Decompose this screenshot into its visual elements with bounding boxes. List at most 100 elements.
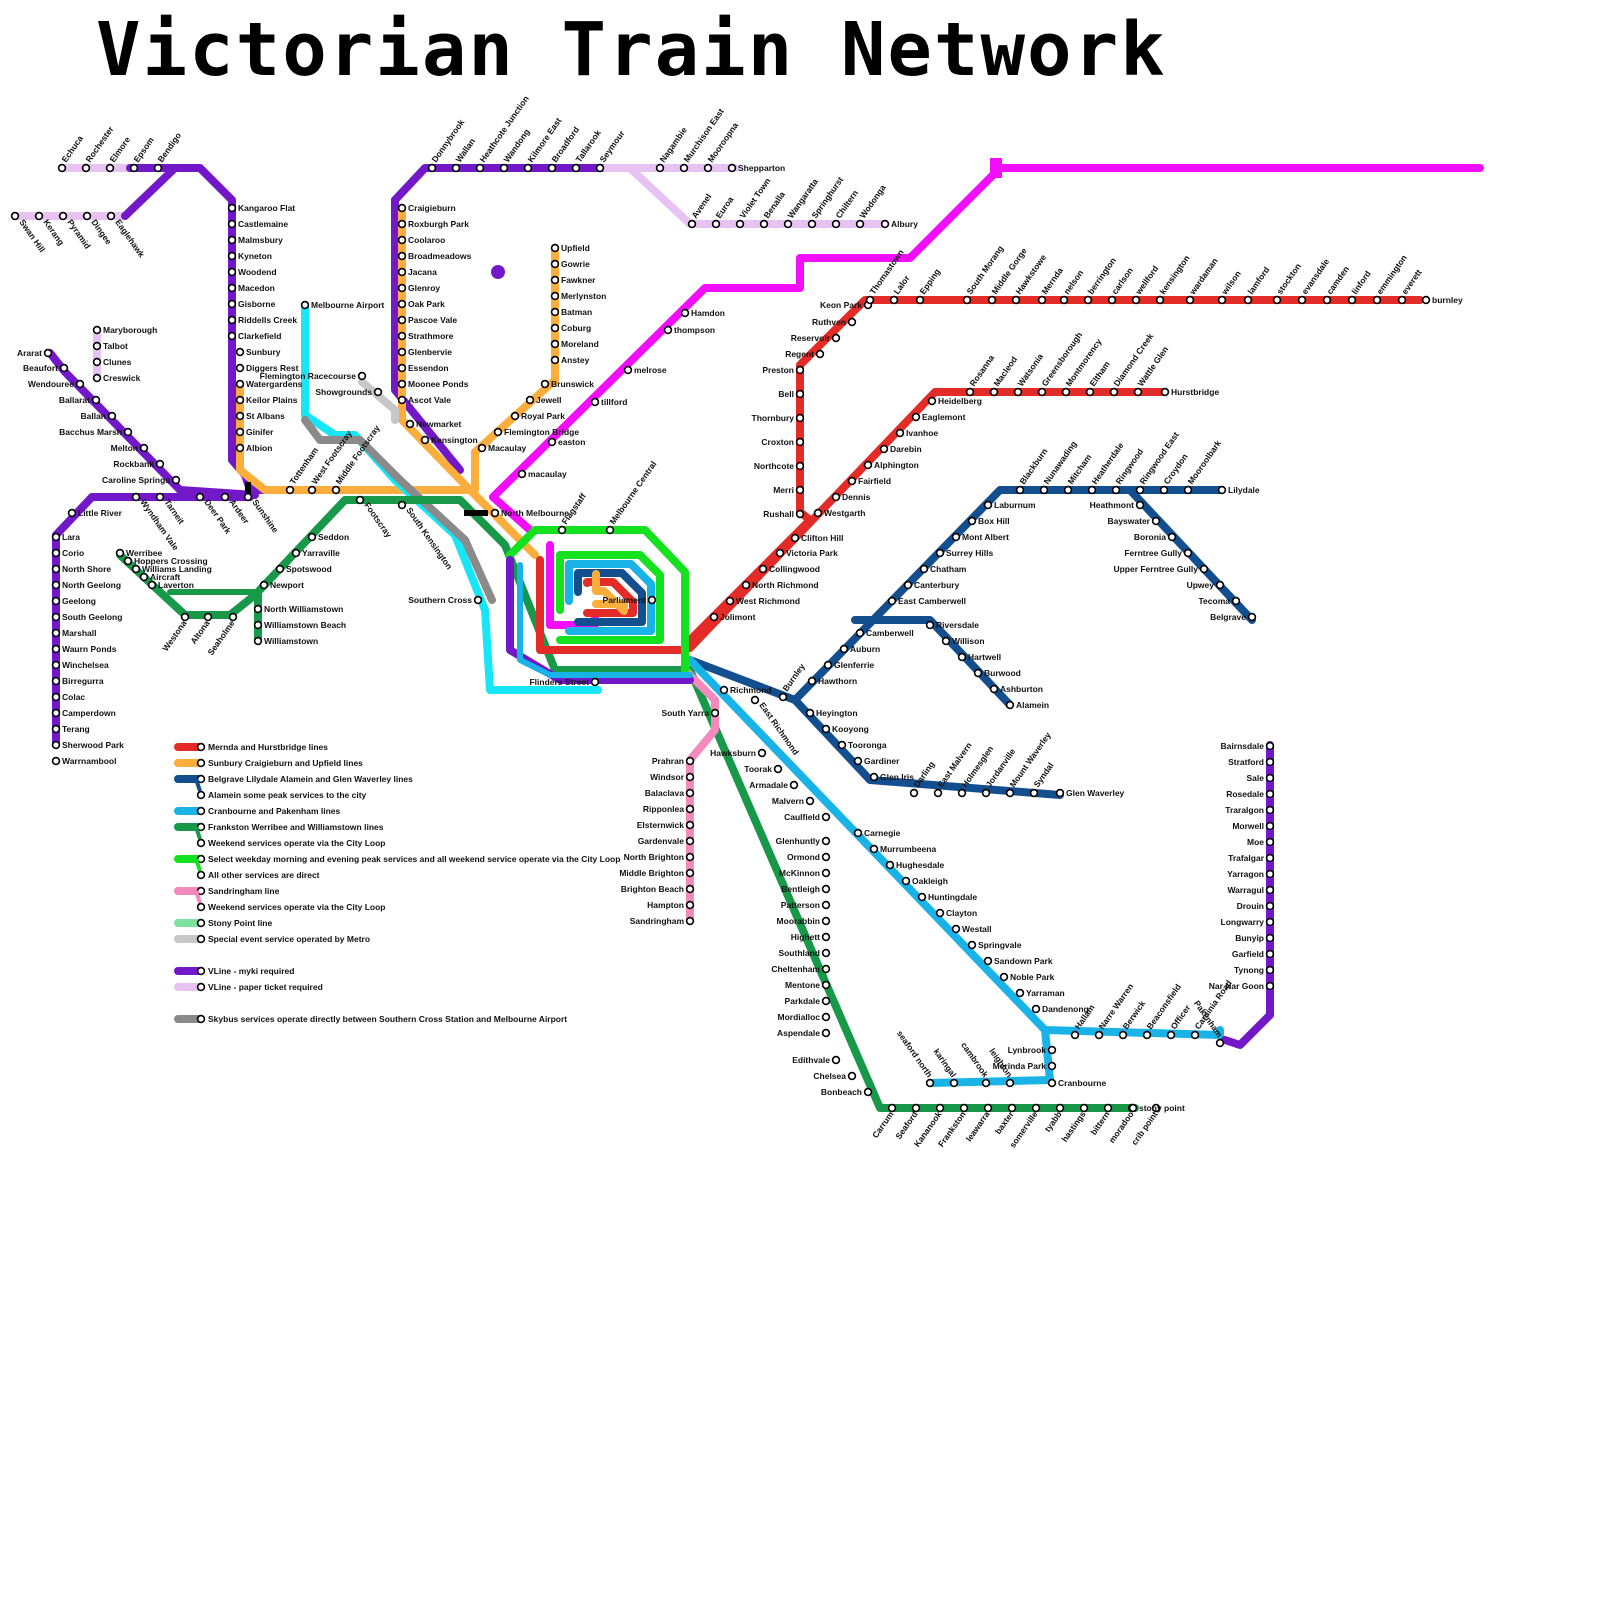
station-hawksburn[interactable]: Hawksburn [710,748,767,758]
station-caroline-springs[interactable]: Caroline Springs [102,475,181,485]
station-wangaratta[interactable]: Wangaratta [783,177,821,229]
station-burwood[interactable]: Burwood [973,668,1021,678]
station-wendouree[interactable]: Wendouree [28,379,85,389]
station-windsor[interactable]: Windsor [650,772,695,782]
station-terang[interactable]: Terang [51,724,90,734]
station-ferntree-gully[interactable]: Ferntree Gully [1124,548,1193,558]
station-keilor-plains[interactable]: Keilor Plains [235,395,298,405]
station-east-camberwell[interactable]: East Camberwell [887,596,966,606]
station-jewell[interactable]: Jewell [525,395,562,405]
station-williamstown[interactable]: Williamstown [253,636,319,646]
station-yarraman[interactable]: Yarraman [1015,988,1065,998]
station-violet-town[interactable]: Violet Town [735,176,773,229]
station-seaford-north[interactable]: seaford north [895,1029,935,1088]
station-richmond[interactable]: Richmond [719,685,772,695]
station-craigieburn[interactable]: Craigieburn [397,203,456,213]
station-prahran[interactable]: Prahran [652,756,695,766]
station-stony-point[interactable]: stony point [1128,1103,1185,1113]
station-cranbourne[interactable]: Cranbourne [1047,1078,1107,1088]
station-flemington-racecourse[interactable]: Flemington Racecourse [260,371,367,381]
station-collingwood[interactable]: Collingwood [758,564,820,574]
station-glenroy[interactable]: Glenroy [397,283,441,293]
station-aircraft[interactable]: Aircraft [139,572,181,582]
station-macaulay[interactable]: macaulay [517,469,567,479]
station-pascoe-vale[interactable]: Pascoe Vale [397,315,458,325]
station-birregurra[interactable]: Birregurra [51,676,104,686]
station-tooronga[interactable]: Tooronga [837,740,887,750]
station-moreland[interactable]: Moreland [550,339,599,349]
station-maryborough[interactable]: Maryborough [92,325,158,335]
station-elsternwick[interactable]: Elsternwick [637,820,695,830]
station-rockbank[interactable]: Rockbank [113,459,165,469]
station-werribee[interactable]: Werribee [115,548,163,558]
station-ormond[interactable]: Ormond [787,852,831,862]
station-carnegie[interactable]: Carnegie [853,828,901,838]
station-brunswick[interactable]: Brunswick [540,379,595,389]
station-rosedale[interactable]: Rosedale [1226,789,1275,799]
station-ararat[interactable]: Ararat [17,348,53,358]
station-newport[interactable]: Newport [259,580,305,590]
station-dandenong[interactable]: Dandenong [1031,1004,1089,1014]
station-armadale[interactable]: Armadale [749,780,799,790]
station-coburg[interactable]: Coburg [550,323,592,333]
station-melton[interactable]: Melton [111,443,149,453]
station-bairnsdale[interactable]: Bairnsdale [1221,741,1275,751]
station-auburn[interactable]: Auburn [839,644,881,654]
station-nar-nar-goon[interactable]: Nar Nar Goon [1209,981,1275,991]
station-highett[interactable]: Highett [791,932,831,942]
station-clunes[interactable]: Clunes [92,357,132,367]
station-woodend[interactable]: Woodend [227,267,277,277]
station-ascot-vale[interactable]: Ascot Vale [397,395,452,405]
station-trafalgar[interactable]: Trafalgar [1228,853,1275,863]
station-regent[interactable]: Regent [785,349,825,359]
station-merinda-park[interactable]: Merinda Park [993,1061,1057,1071]
station-merlynston[interactable]: Merlynston [550,291,607,301]
station-hughesdale[interactable]: Hughesdale [885,860,945,870]
station-north-melbourne[interactable]: North Melbourne [490,508,570,518]
station-laverton[interactable]: Laverton [147,580,194,590]
station-glenbervie[interactable]: Glenbervie [397,347,453,357]
station-hoppers-crossing[interactable]: Hoppers Crossing [123,556,208,566]
station-glenhuntly[interactable]: Glenhuntly [776,836,831,846]
station-anstey[interactable]: Anstey [550,355,590,365]
station-malmsbury[interactable]: Malmsbury [227,235,284,245]
station-kangaroo-flat[interactable]: Kangaroo Flat [227,203,296,213]
station-alamein[interactable]: Alamein [1005,700,1049,710]
station-south-morang[interactable]: South Morang [962,244,1006,305]
station-heidelberg[interactable]: Heidelberg [927,396,982,406]
station-williams-landing[interactable]: Williams Landing [131,564,212,574]
station-macedon[interactable]: Macedon [227,283,275,293]
station-box-hill[interactable]: Box Hill [967,516,1010,526]
station-darebin[interactable]: Darebin [879,444,922,454]
station-marshall[interactable]: Marshall [51,628,97,638]
station-melrose[interactable]: melrose [623,365,667,375]
station-jacana[interactable]: Jacana [397,267,438,277]
station-geelong[interactable]: Geelong [51,596,96,606]
station-gardenvale[interactable]: Gardenvale [638,836,695,846]
station-garfield[interactable]: Garfield [1232,949,1275,959]
station-mordialloc[interactable]: Mordialloc [777,1012,831,1022]
station-croxton[interactable]: Croxton [761,437,805,447]
station-riversdale[interactable]: Riversdale [925,620,980,630]
station-seddon[interactable]: Seddon [307,532,350,542]
station-kensington[interactable]: kensington [1155,253,1192,305]
station-gowrie[interactable]: Gowrie [550,259,590,269]
station-sunshine[interactable]: Sunshine [243,492,281,535]
station-broadmeadows[interactable]: Broadmeadows [397,251,472,261]
station-thompson[interactable]: thompson [663,325,715,335]
station-sale[interactable]: Sale [1247,773,1275,783]
station-parliament[interactable]: Parliament [603,595,657,605]
station-winchelsea[interactable]: Winchelsea [51,660,109,670]
station-balaclava[interactable]: Balaclava [645,788,695,798]
station-talbot[interactable]: Talbot [92,341,128,351]
station-warragul[interactable]: Warragul [1227,885,1275,895]
station-camberwell[interactable]: Camberwell [855,628,914,638]
station-malvern[interactable]: Malvern [772,796,815,806]
station-fairfield[interactable]: Fairfield [847,476,891,486]
station-victoria-park[interactable]: Victoria Park [775,548,838,558]
station-rushall[interactable]: Rushall [763,509,805,519]
station-north-brighton[interactable]: North Brighton [624,852,695,862]
station-essendon[interactable]: Essendon [397,363,449,373]
station-fawkner[interactable]: Fawkner [550,275,597,285]
station-southland[interactable]: Southland [778,948,831,958]
